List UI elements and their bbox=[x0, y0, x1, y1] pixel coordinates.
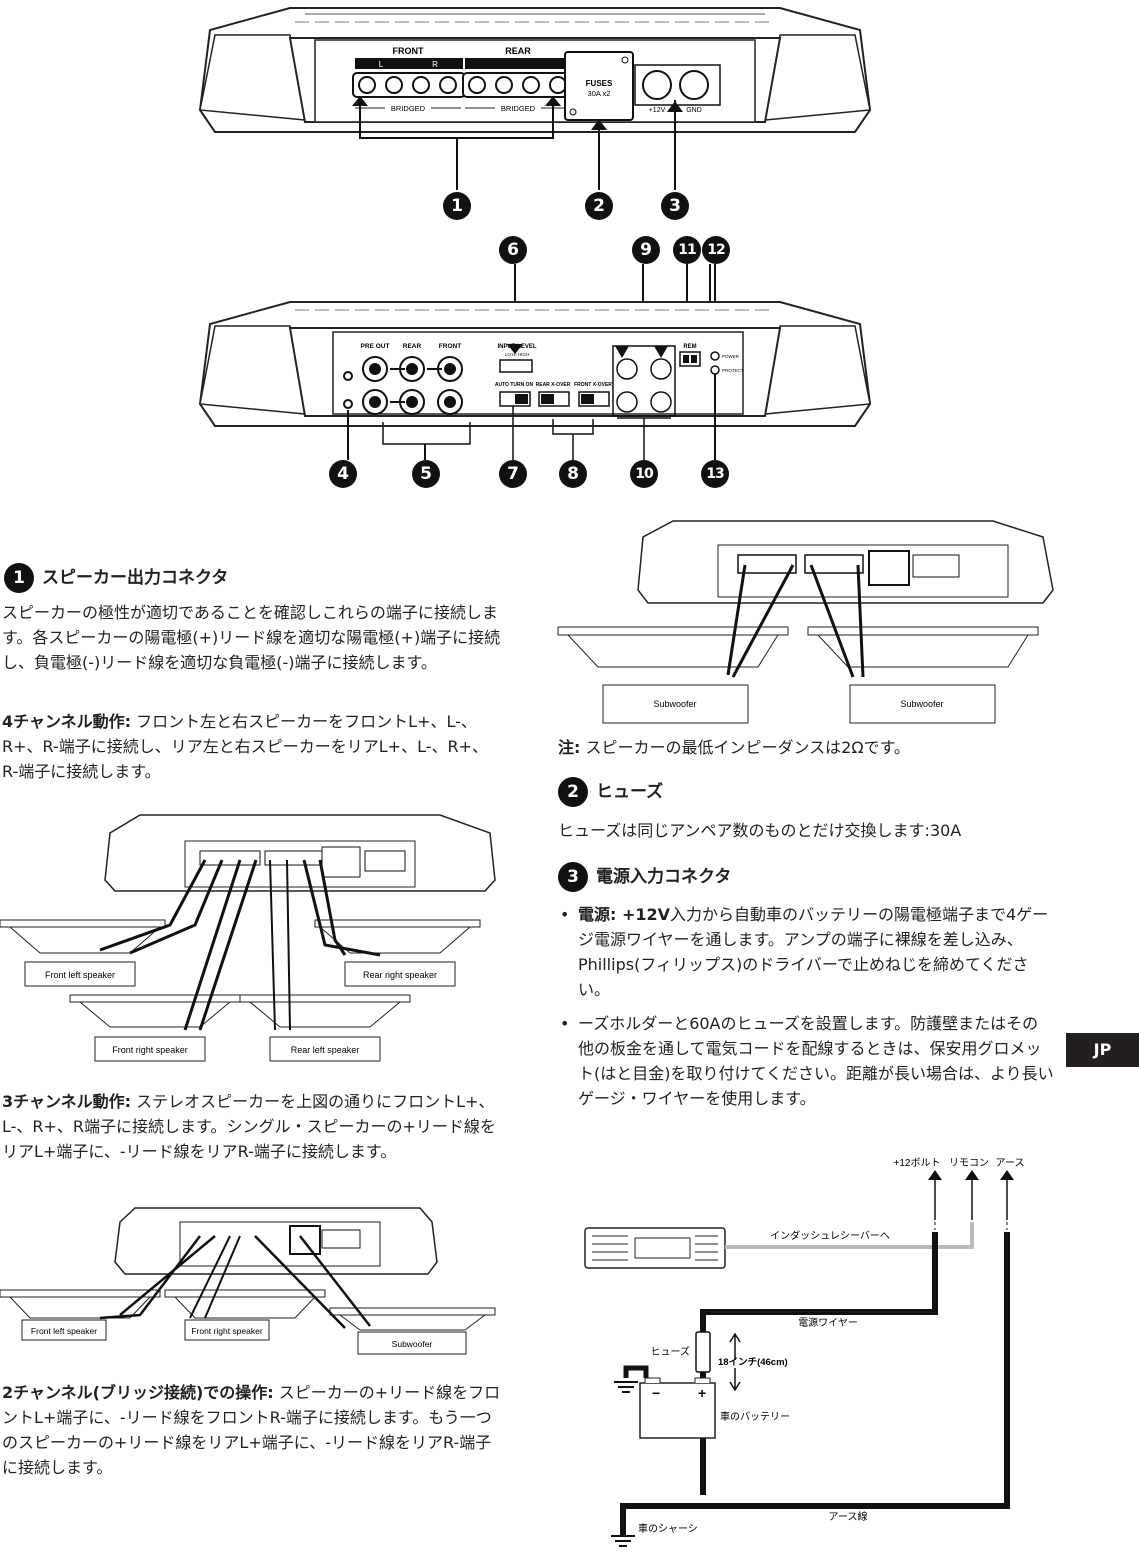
section-3-bullet-1: 電源: +12V入力から自動車のバッテリーの陽電極端子まで4ゲージ電源ワイヤーを… bbox=[558, 902, 1054, 1002]
power-label-bold: 電源: +12V bbox=[578, 905, 671, 924]
four-channel-text: フロント左と右スピーカーをフロントL+、L-、R+、R-端子に接続し、リア左と右… bbox=[2, 712, 489, 781]
chassis-label: 車のシャーシ bbox=[638, 1522, 698, 1535]
bridged-front-label: BRIDGED bbox=[391, 104, 426, 113]
three-channel-wiring-diagram: Front left speaker Front right speaker S… bbox=[0, 1207, 496, 1355]
callout-leader-lines-top bbox=[456, 142, 676, 190]
note-label: 注: bbox=[558, 738, 581, 757]
callout-3: 3 bbox=[661, 192, 689, 220]
front-label: FRONT bbox=[393, 46, 424, 56]
three-channel-paragraph: 3チャンネル動作: ステレオスピーカーを上図の通りにフロントL+、L-、R+、R… bbox=[2, 1089, 502, 1164]
callout-11: 11 bbox=[673, 236, 701, 264]
three-channel-text: ステレオスピーカーを上図の通りにフロントL+、L-、R+、R端子に接続します。シ… bbox=[2, 1092, 496, 1161]
amp-top-panel-diagram: FRONT REAR L R BRIDGED BRIDGED FUSES 30A… bbox=[198, 7, 872, 145]
rear-right-speaker-label: Rear right speaker bbox=[363, 970, 437, 980]
front-rca-label: FRONT bbox=[439, 343, 461, 350]
rear-terminal-block bbox=[462, 58, 576, 98]
note-text: スピーカーの最低インピーダンスは2Ωです。 bbox=[580, 738, 910, 757]
section-1-number: 1 bbox=[4, 563, 34, 593]
receiver-head-unit bbox=[584, 1227, 726, 1269]
r-mark: R bbox=[432, 60, 438, 69]
callout-8: 8 bbox=[559, 460, 587, 488]
callout-4: 4 bbox=[329, 460, 357, 488]
protect-label: PROTECT bbox=[722, 368, 744, 373]
section-3-number: 3 bbox=[558, 862, 588, 892]
svg-text:−: − bbox=[652, 1385, 660, 1401]
power-wiring-diagram: +12ボルト リモコン アース インダッシュレシーバーへ 電源ワイヤー ヒューズ… bbox=[584, 1157, 1025, 1547]
section-2-heading: 2 ヒューズ bbox=[558, 777, 663, 807]
fuses-value: 30A x2 bbox=[588, 89, 611, 98]
two-channel-label: 2チャンネル(ブリッジ接続)での操作: bbox=[2, 1383, 274, 1402]
section-3-bullet-2: ーズホルダーと60Aのヒューズを設置します。防護壁またはその他の板金を通して電気… bbox=[558, 1011, 1054, 1111]
section-1-paragraph: スピーカーの極性が適切であることを確認しこれらの端子に接続します。各スピーカーの… bbox=[2, 603, 501, 672]
two-channel-paragraph: 2チャンネル(ブリッジ接続)での操作: スピーカーの+リード線をフロントL+端子… bbox=[2, 1380, 502, 1480]
power-bullet-text: 入力から自動車のバッテリーの陽電極端子まで4ゲージ電源ワイヤーを通します。アンプ… bbox=[578, 905, 1049, 999]
to-receiver-label: インダッシュレシーバーへ bbox=[770, 1229, 890, 1242]
subwoofer-label-1: Subwoofer bbox=[653, 699, 696, 709]
auto-turn-on-label: AUTO TURN ON bbox=[495, 382, 534, 388]
fuses-label: FUSES bbox=[586, 79, 613, 88]
rear-rca-label: REAR bbox=[403, 343, 422, 350]
front-left-speaker-label: Front left speaker bbox=[45, 970, 115, 980]
section-2-title: ヒューズ bbox=[596, 782, 664, 802]
length-label: 18インチ(46cm) bbox=[718, 1357, 788, 1368]
rear-xover-label: REAR X-OVER bbox=[536, 382, 571, 388]
section-3-title: 電源入力コネクタ bbox=[596, 867, 732, 887]
l-mark: L bbox=[379, 60, 384, 69]
four-channel-label: 4チャンネル動作: bbox=[2, 712, 132, 731]
two-channel-subwoofer-diagram: Subwoofer Subwoofer bbox=[557, 520, 1054, 724]
power-terminals bbox=[634, 64, 721, 106]
fuse-bullet-text: ーズホルダーと60Aのヒューズを設置します。防護壁またはその他の板金を通して電気… bbox=[578, 1014, 1054, 1108]
impedance-note: 注: スピーカーの最低インピーダンスは2Ωです。 bbox=[558, 735, 1058, 760]
section-1-title: スピーカー出力コネクタ bbox=[42, 568, 229, 588]
front-right-speaker-label: Front right speaker bbox=[112, 1045, 188, 1055]
plus12v-label: +12V bbox=[649, 107, 666, 114]
three-channel-label: 3チャンネル動作: bbox=[2, 1092, 132, 1111]
plus12-bolt-label: +12ボルト bbox=[894, 1157, 941, 1169]
language-tab: JP bbox=[1066, 1033, 1139, 1067]
two-channel-text: スピーカーの+リード線をフロントL+端子に、-リード線をフロントR-端子に接続し… bbox=[2, 1383, 501, 1477]
front-left-speaker-label-3ch: Front left speaker bbox=[31, 1326, 97, 1336]
subwoofer-label-3ch: Subwoofer bbox=[392, 1339, 433, 1349]
svg-text:+: + bbox=[698, 1385, 706, 1401]
callout-10: 10 bbox=[630, 460, 658, 488]
pre-out-label: PRE OUT bbox=[361, 343, 390, 350]
ground-wire-label: アース線 bbox=[829, 1510, 868, 1523]
power-label: POWER bbox=[722, 354, 740, 359]
section-2-text: ヒューズは同じアンペア数のものとだけ交換します:30A bbox=[558, 821, 962, 840]
amp-side-panel-diagram: PRE OUT REAR FRONT INPUT LEVEL LO HI HIG… bbox=[198, 264, 872, 460]
callout-9: 9 bbox=[632, 236, 660, 264]
earth-label: アース bbox=[996, 1158, 1025, 1169]
section-3-heading: 3 電源入力コネクタ bbox=[558, 862, 731, 892]
front-terminal-block bbox=[352, 58, 466, 98]
callout-12: 12 bbox=[702, 236, 730, 264]
power-wire-label: 電源ワイヤー bbox=[798, 1316, 858, 1329]
subwoofer-label-2: Subwoofer bbox=[900, 699, 943, 709]
rear-left-speaker-label: Rear left speaker bbox=[291, 1045, 360, 1055]
rear-label: REAR bbox=[505, 46, 531, 56]
callout-1: 1 bbox=[443, 192, 471, 220]
front-right-speaker-label-3ch: Front right speaker bbox=[191, 1326, 263, 1336]
car-battery: − + bbox=[639, 1377, 716, 1439]
section-2-number: 2 bbox=[558, 777, 588, 807]
callout-5: 5 bbox=[412, 460, 440, 488]
callout-7: 7 bbox=[499, 460, 527, 488]
knobs bbox=[612, 345, 676, 417]
gnd-label: GND bbox=[686, 107, 702, 114]
remote-label: リモコン bbox=[949, 1158, 989, 1169]
fuse-label: ヒューズ bbox=[651, 1345, 691, 1358]
callout-6: 6 bbox=[499, 236, 527, 264]
bridged-rear-label: BRIDGED bbox=[501, 104, 536, 113]
section-1-heading: 1 スピーカー出力コネクタ bbox=[4, 563, 228, 593]
callout-2: 2 bbox=[585, 192, 613, 220]
level-options: LO HI HIGH bbox=[505, 352, 529, 357]
section-3-list: 電源: +12V入力から自動車のバッテリーの陽電極端子まで4ゲージ電源ワイヤーを… bbox=[558, 902, 1054, 1120]
rca-jacks bbox=[343, 356, 463, 415]
four-channel-paragraph: 4チャンネル動作: フロント左と右スピーカーをフロントL+、L-、R+、R-端子… bbox=[2, 709, 502, 784]
callout-13: 13 bbox=[701, 460, 729, 488]
four-channel-wiring-diagram: Front left speaker Rear right speaker Fr… bbox=[0, 814, 496, 1062]
battery-label: 車のバッテリー bbox=[720, 1410, 790, 1423]
front-xover-label: FRONT X-OVER bbox=[574, 382, 612, 388]
rem-label: REM bbox=[683, 344, 696, 350]
